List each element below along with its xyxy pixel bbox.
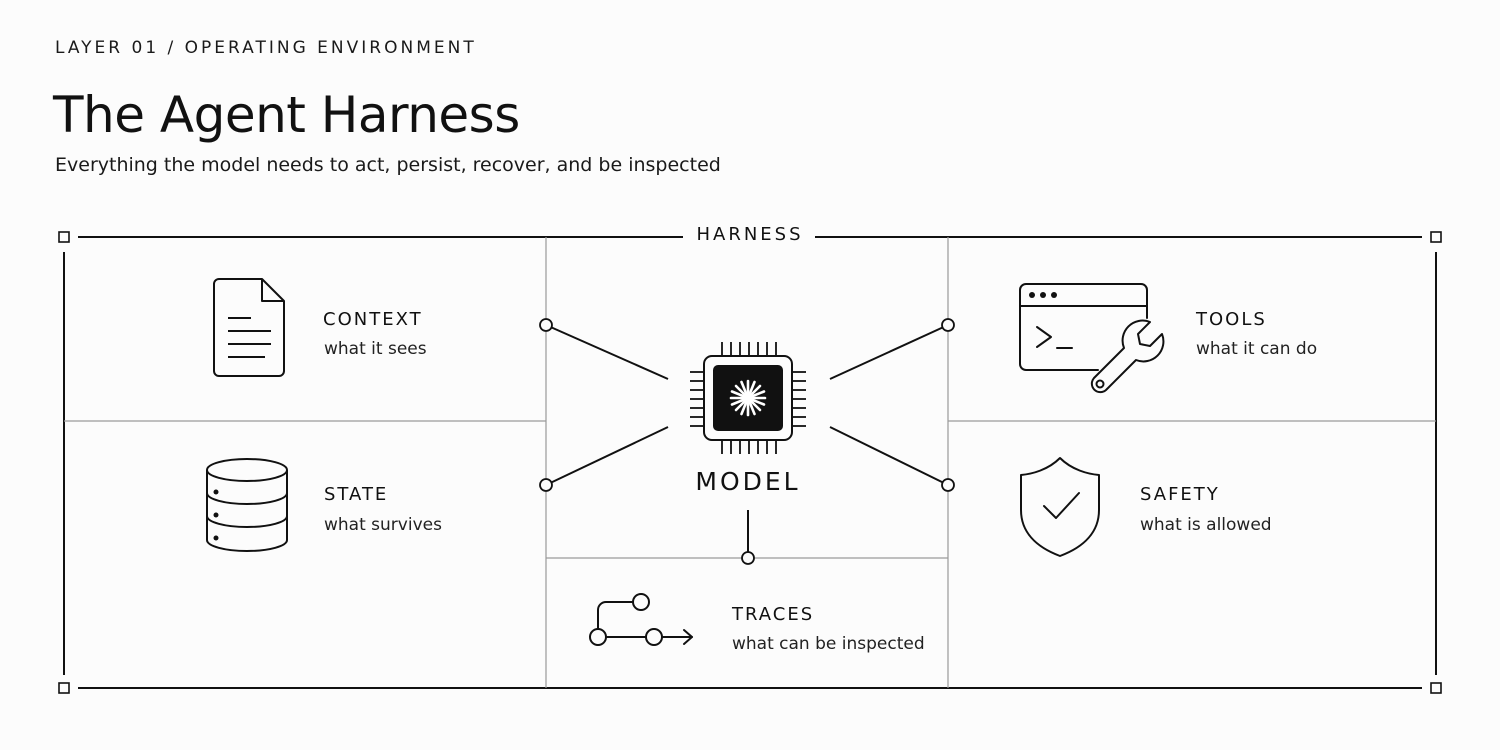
shield-check-icon [1020, 457, 1100, 557]
traces-title: TRACES [731, 604, 814, 625]
connector-nodes [539, 318, 955, 565]
grid-dividers [64, 237, 1436, 688]
safety-desc: what is allowed [1140, 515, 1272, 535]
database-dots [213, 489, 219, 541]
harness-label: HARNESS [696, 224, 803, 245]
window-dots [1029, 292, 1057, 298]
state-desc: what survives [324, 515, 442, 535]
tools-desc: what it can do [1196, 339, 1317, 359]
frame-corner-markers [58, 231, 1442, 694]
model-label: MODEL [695, 467, 800, 496]
terminal-wrench-icon [1019, 283, 1165, 394]
chip-icon [690, 342, 806, 454]
page-subtitle: Everything the model needs to act, persi… [55, 154, 721, 176]
state-title: STATE [324, 484, 388, 505]
page-title: The Agent Harness [53, 86, 520, 144]
tools-title: TOOLS [1195, 309, 1267, 330]
branch-trace-icon [589, 593, 693, 646]
harness-frame [63, 236, 1437, 689]
traces-desc: what can be inspected [732, 634, 925, 654]
context-title: CONTEXT [323, 309, 423, 330]
database-icon [206, 458, 288, 552]
model-connectors [545, 324, 949, 558]
safety-title: SAFETY [1140, 484, 1220, 505]
document-icon [213, 278, 285, 377]
layer-eyebrow: LAYER 01 / OPERATING ENVIRONMENT [55, 38, 477, 58]
context-desc: what it sees [324, 339, 427, 359]
